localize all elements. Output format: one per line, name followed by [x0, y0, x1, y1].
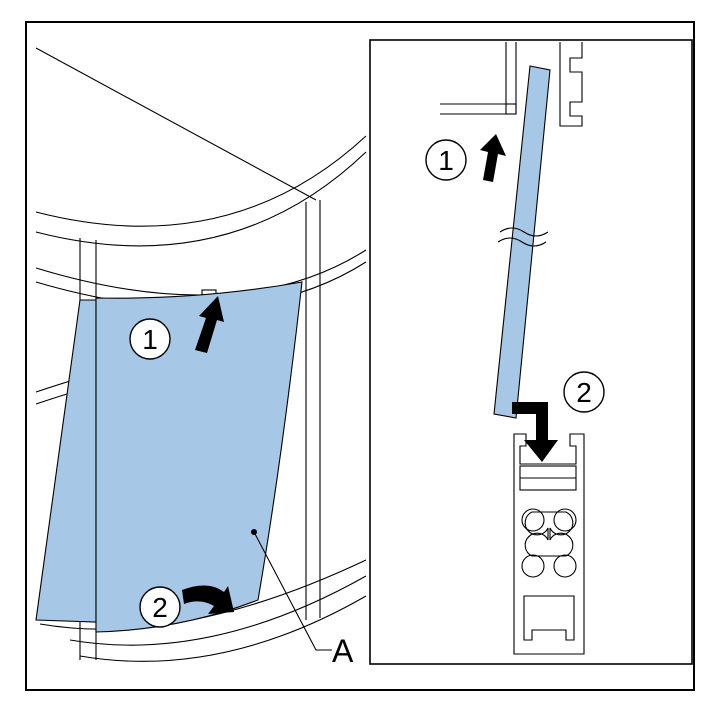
break-mark	[499, 227, 549, 237]
arrow-up-icon	[195, 296, 224, 353]
callout-a-label: A	[332, 633, 354, 669]
detail-arrow-down-icon	[512, 402, 558, 462]
detail-bottom-profile	[513, 433, 585, 655]
arrow-down-icon	[182, 585, 234, 614]
detail-top-profile	[440, 42, 583, 127]
panel-back	[35, 299, 97, 623]
step-1-label: 1	[142, 324, 158, 355]
step-2-label: 2	[152, 592, 168, 623]
glass-panel	[95, 281, 303, 633]
callout-a-leader	[253, 531, 332, 651]
outer-frame	[25, 21, 695, 691]
detail-step-1-circle	[425, 139, 467, 181]
step-1-circle	[129, 318, 171, 360]
detail-step-2-label: 2	[576, 377, 592, 408]
step-2-circle	[139, 586, 181, 628]
detail-step-1-label: 1	[438, 145, 454, 176]
detail-arrow-up-icon	[480, 134, 506, 182]
detail-step-2-circle	[563, 371, 605, 413]
